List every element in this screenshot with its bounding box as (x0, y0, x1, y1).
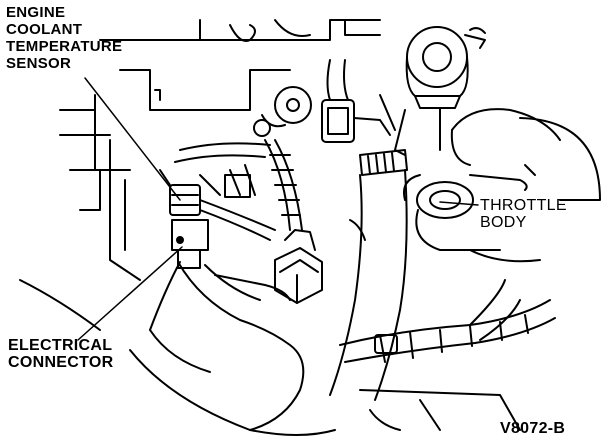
ect-label-line-3: TEMPERATURE (6, 38, 123, 55)
connector-label-line-2: CONNECTOR (8, 354, 114, 371)
engine-block-outline (19, 19, 381, 331)
throttle-body-label: THROTTLE BODY (480, 197, 567, 231)
hose-clamp (359, 149, 408, 176)
connector-leader-line (77, 246, 183, 341)
bolt-boss (253, 86, 312, 137)
figure-code: V8072-B (500, 420, 566, 437)
throttle-leader-line (439, 201, 479, 206)
throttle-label-line-2: BODY (480, 214, 527, 231)
hex-sensor (274, 229, 323, 304)
leader-lines (77, 77, 479, 341)
throttle-body (403, 108, 601, 263)
ect-label-line-2: COOLANT (6, 21, 83, 38)
coolant-hose (329, 169, 408, 401)
ect-sensor-assembly (159, 169, 221, 269)
throttle-label-line-1: THROTTLE (480, 197, 567, 214)
connector-label-line-1: ELECTRICAL (8, 337, 113, 354)
sensor-wiring (174, 139, 303, 241)
egr-valve (394, 26, 486, 156)
hand-illustration (129, 261, 336, 436)
upper-hose (321, 59, 396, 143)
ect-label-line-4: SENSOR (6, 55, 72, 72)
ect-sensor-label: ENGINE COOLANT TEMPERATURE SENSOR (6, 4, 122, 72)
ect-label-line-1: ENGINE (6, 4, 66, 21)
wire-harness (339, 279, 556, 363)
ect-leader-line (84, 77, 181, 201)
electrical-connector-label: ELECTRICAL CONNECTOR (8, 337, 114, 371)
lower-casting (359, 389, 521, 431)
